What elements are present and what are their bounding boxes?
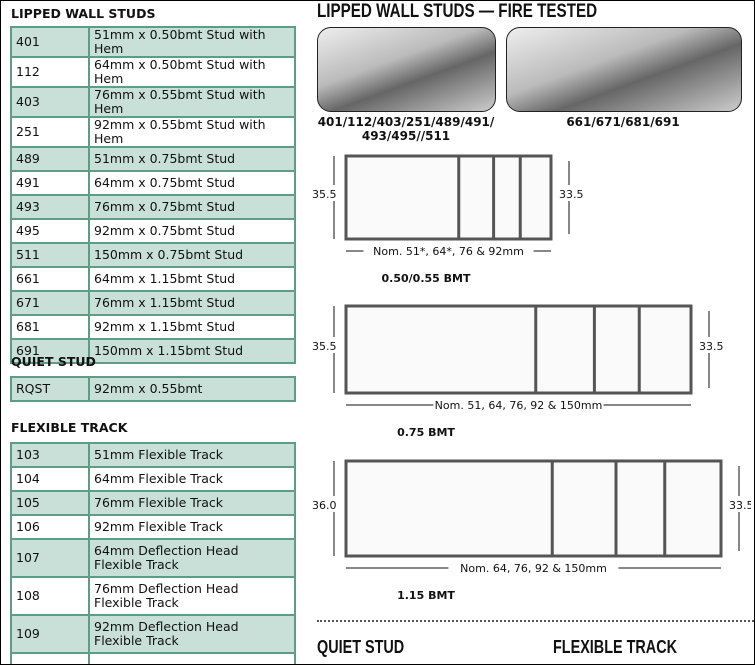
product-code: 493 [10,194,90,220]
left-dimension: 35.5 [312,340,337,353]
fire-tested-title: LIPPED WALL STUDS — FIRE TESTED [317,1,598,22]
product-description: 92mm Deflection Head Flexible Track [88,614,296,654]
bmt-label: 0.50/0.55 BMT [382,272,471,285]
product-description: 76mm x 0.75bmt Stud [88,194,296,220]
product-description: 92mm x 0.75bmt Stud [88,218,296,244]
product-code: 103 [10,442,90,468]
bmt-label: 1.15 BMT [397,589,455,602]
product-description: 92mm x 0.55bmt [88,376,296,402]
product-description: 150mm x 0.75bmt Stud [88,242,296,268]
product-code: 106 [10,514,90,540]
product-description: 51mm x 0.75bmt Stud [88,146,296,172]
stud-photo-hem [317,27,496,112]
photo1-label: 401/112/403/251/489/491/ 493/495//511 [317,115,495,143]
product-description: 76mm x 0.55bmt Stud with Hem [88,86,296,118]
product-code: 691 [10,338,90,364]
product-description: 76mm Deflection Head Flexible Track [88,576,296,616]
width-label: Nom. 64, 76, 92 & 150mm [460,562,607,575]
product-description: 64mm Flexible Track [88,466,296,492]
divider [317,620,754,622]
photo2-label: 661/671/681/691 [566,115,680,129]
product-description: 64mm x 1.15bmt Stud [88,266,296,292]
product-code: 104 [10,466,90,492]
product-code [10,652,90,664]
product-code: 107 [10,538,90,578]
product-code: 491 [10,170,90,196]
product-description: 92mm x 1.15bmt Stud [88,314,296,340]
product-description: 92mm Flexible Track [88,514,296,540]
width-label: Nom. 51*, 64*, 76 & 92mm [373,245,524,258]
product-code: 511 [10,242,90,268]
lipped-studs-heading: LIPPED WALL STUDS [11,6,156,21]
product-description: 150mm Deflection Head [88,652,296,664]
product-description: 76mm Flexible Track [88,490,296,516]
product-code: 251 [10,116,90,148]
product-description: 51mm x 0.50bmt Stud with Hem [88,26,296,58]
product-description: 64mm Deflection Head Flexible Track [88,538,296,578]
flexible-track-heading: FLEXIBLE TRACK [11,420,128,435]
product-code: 109 [10,614,90,654]
product-code: 401 [10,26,90,58]
product-code: 489 [10,146,90,172]
product-code: 495 [10,218,90,244]
product-description: 150mm x 1.15bmt Stud [88,338,296,364]
quiet-stud-heading: QUIET STUD [11,354,96,369]
product-description: 64mm x 0.75bmt Stud [88,170,296,196]
table-row: 150mm Deflection Head [10,652,296,664]
product-description: 64mm x 0.50bmt Stud with Hem [88,56,296,88]
left-dimension: 36.0 [312,499,337,512]
flexible-track-subtitle: FLEXIBLE TRACK [553,637,677,657]
left-dimension: 35.5 [312,188,337,201]
product-code: RQST [10,376,90,402]
product-description: 51mm Flexible Track [88,442,296,468]
stud-photo-115 [506,27,742,112]
quiet-stud-subtitle: QUIET STUD [317,637,405,657]
bmt-label: 0.75 BMT [397,426,455,439]
product-code: 105 [10,490,90,516]
product-code: 112 [10,56,90,88]
product-code: 108 [10,576,90,616]
product-code: 661 [10,266,90,292]
right-dimension: 33.5 [729,499,751,512]
product-description: 76mm x 1.15bmt Stud [88,290,296,316]
product-code: 403 [10,86,90,118]
product-code: 681 [10,314,90,340]
right-dimension: 33.5 [559,188,584,201]
product-description: 92mm x 0.55bmt Stud with Hem [88,116,296,148]
width-label: Nom. 51, 64, 76, 92 & 150mm [435,399,603,412]
right-dimension: 33.5 [699,340,724,353]
product-code: 671 [10,290,90,316]
